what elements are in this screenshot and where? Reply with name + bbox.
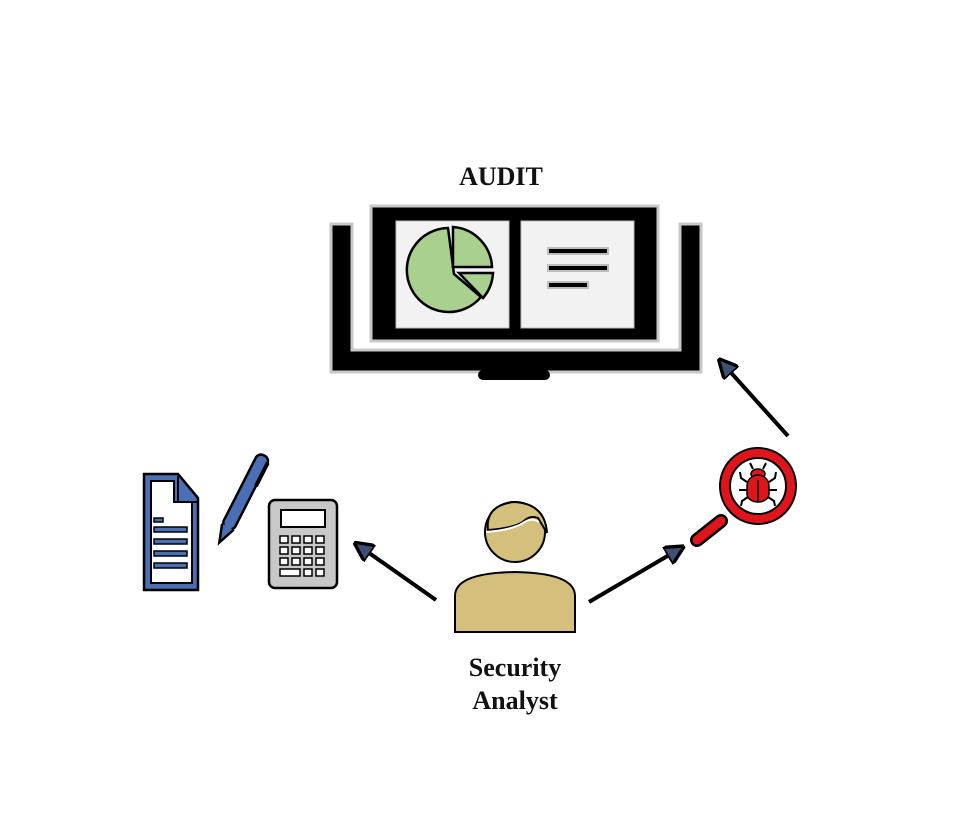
document-icon: [142, 472, 200, 592]
bug-icon: [739, 462, 777, 507]
security-analyst-label: Security Analyst: [415, 651, 615, 717]
analyst-label-line1: Security: [468, 653, 562, 682]
person-icon: [454, 500, 576, 633]
calculator-key: [315, 568, 325, 577]
calculator-key: [303, 546, 313, 555]
calculator-key: [303, 557, 313, 566]
calculator-key-wide: [279, 568, 301, 577]
calculator-icon: [267, 498, 339, 590]
calculator-key: [303, 568, 313, 577]
text-lines-icon: [547, 247, 609, 289]
magnifier-bug-icon: [690, 447, 797, 547]
calculator-key: [279, 557, 289, 566]
calculator-key: [315, 546, 325, 555]
arrow-analyst-to-tools: [362, 548, 438, 602]
calculator-key: [291, 535, 301, 544]
laptop-report-icon: [329, 204, 703, 380]
audit-title: AUDIT: [459, 162, 543, 191]
calculator-key: [291, 546, 301, 555]
pie-chart-icon: [405, 225, 495, 314]
calculator-key: [279, 546, 289, 555]
arrow-bugscan-to-audit: [725, 366, 790, 438]
pen-icon: [217, 453, 270, 546]
calculator-key: [279, 535, 289, 544]
calculator-key: [315, 557, 325, 566]
arrow-analyst-to-bugscan: [587, 551, 676, 604]
calculator-key: [303, 535, 313, 544]
analyst-label-line2: Analyst: [472, 686, 558, 715]
calculator-key: [315, 535, 325, 544]
flow-arrows: [362, 366, 790, 604]
calculator-key: [291, 557, 301, 566]
